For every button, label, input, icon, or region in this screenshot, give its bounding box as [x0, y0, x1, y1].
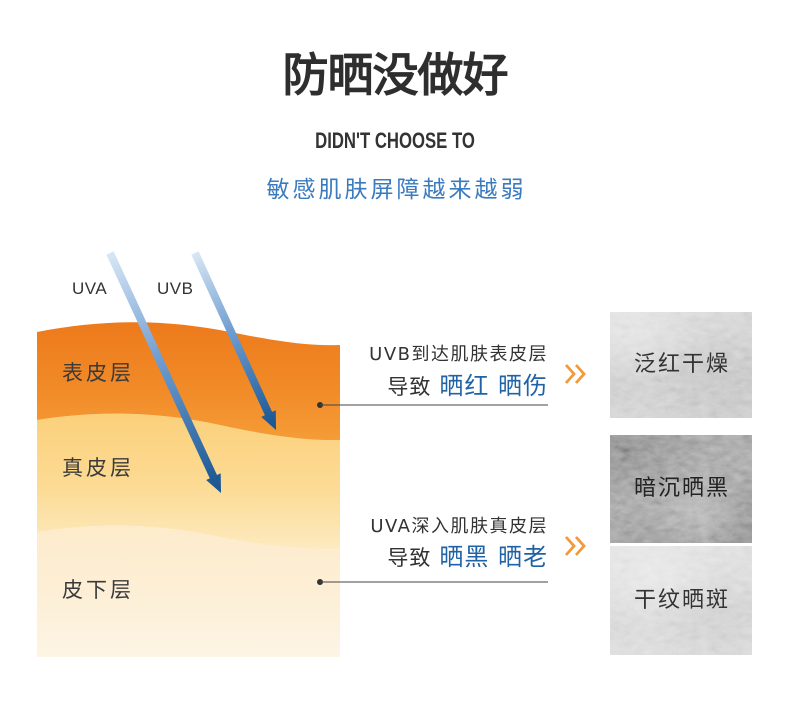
epidermis-label: 表皮层: [62, 361, 134, 385]
uva-leader: [317, 579, 548, 585]
skin-texture-image: [610, 312, 752, 418]
skin-texture-noise: [610, 546, 752, 655]
skin-texture-image: [610, 435, 752, 543]
dermis-label: 真皮层: [62, 456, 134, 480]
uva-effect-result: 导致 晒黑 晒老: [387, 543, 548, 572]
uvb-effect-result: 导致 晒红 晒伤: [387, 372, 548, 401]
uva-arrow: [106, 251, 221, 493]
skin-texture-noise: [610, 312, 752, 418]
english-subtitle: DIDN'T CHOOSE TO: [315, 128, 475, 153]
uvb-arrow: [191, 251, 276, 430]
effect-result: 晒红 晒伤: [439, 372, 548, 400]
symptom-card-redness-dryness: 泛红干燥: [610, 312, 752, 418]
subcutis-layer: [37, 525, 340, 657]
symptom-card-lines-spots: 干纹晒斑: [610, 546, 752, 655]
effect-result: 晒黑 晒老: [439, 543, 548, 571]
double-chevron-right-icon: [564, 364, 586, 384]
skin-texture-noise: [610, 435, 752, 543]
uvb-leader: [317, 402, 548, 408]
symptom-card-dullness-tanning: 暗沉晒黑: [610, 435, 752, 543]
effect-prefix: 导致: [387, 546, 432, 570]
skin-layers: [37, 322, 340, 657]
page-title: 防晒没做好: [282, 48, 509, 102]
uva-label: UVA: [72, 279, 108, 298]
uva-effect-description: UVA深入肌肤真皮层: [370, 516, 548, 537]
uvb-effect-description: UVB到达肌肤表皮层: [369, 344, 548, 365]
dermis-layer: [37, 413, 340, 550]
chevron-right-icon: [574, 364, 586, 384]
subcutis-label: 皮下层: [62, 578, 134, 602]
symptom-label: 暗沉晒黑: [633, 476, 730, 501]
chinese-subtitle: 敏感肌肤屏障越来越弱: [266, 177, 527, 203]
chevron-right-icon: [564, 536, 576, 556]
skin-texture-image: [610, 546, 752, 655]
symptom-label: 干纹晒斑: [633, 587, 730, 613]
effect-prefix: 导致: [387, 375, 432, 399]
chevron-right-icon: [574, 536, 586, 556]
chevron-right-icon: [564, 364, 576, 384]
double-chevron-right-icon: [564, 536, 586, 556]
uvb-label: UVB: [157, 279, 194, 298]
symptom-label: 泛红干燥: [633, 352, 730, 377]
